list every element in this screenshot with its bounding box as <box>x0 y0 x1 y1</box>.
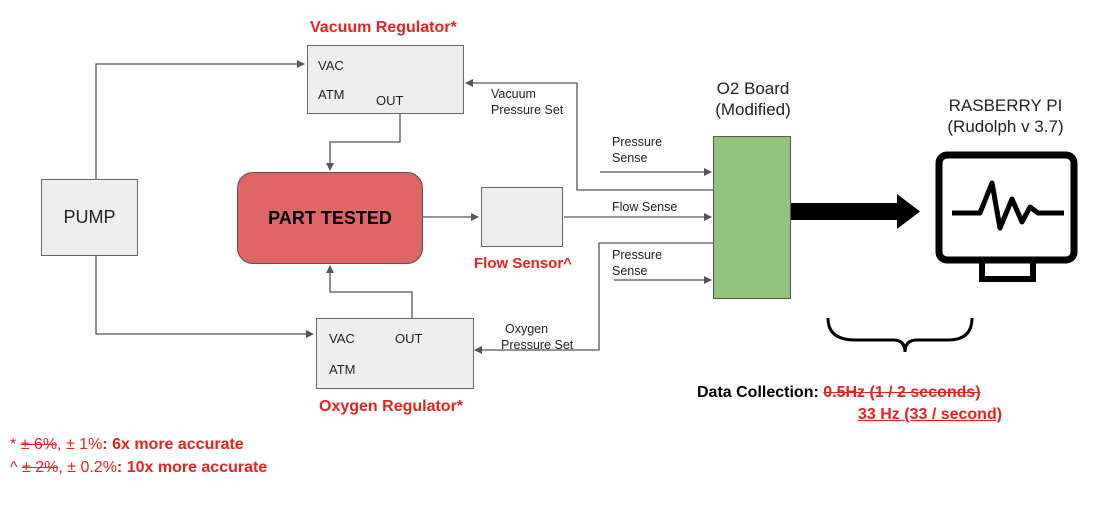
oxygen-out-to-part-line <box>326 265 413 318</box>
raspberry-pi-title-line2: (Rudolph v 3.7) <box>947 117 1064 136</box>
pressure-sense-top-line2: Sense <box>612 151 648 165</box>
pressure-sense-top-label: Pressure Sense <box>612 134 662 166</box>
footnote-1-result: : 6x more accurate <box>102 436 244 453</box>
vacuum-out-to-part-line <box>326 114 401 171</box>
o2-board-box <box>713 136 791 299</box>
o2-board-title-line2: (Modified) <box>715 100 791 119</box>
oxygen-set-line <box>474 242 713 354</box>
footnote-2-old: ± 2% <box>21 459 59 476</box>
data-collection-brace <box>826 317 974 353</box>
pressure-sense-bottom-line2: Sense <box>612 264 648 278</box>
pump-label: PUMP <box>63 207 116 227</box>
oxygen-set-label-line2: Pressure Set <box>501 338 574 352</box>
oxygen-regulator-atm: ATM <box>329 362 356 377</box>
o2-board-title: O2 Board (Modified) <box>693 78 813 120</box>
oxygen-regulator-title: Oxygen Regulator* <box>319 398 464 415</box>
pump-box: PUMP <box>41 179 138 256</box>
pump-to-oxygen-line <box>95 255 314 338</box>
oxygen-set-label: Oxygen Pressure Set <box>501 321 573 353</box>
footnote-2-new: , ± 0.2% <box>58 459 117 476</box>
footnote-1-new: , ± 1% <box>57 436 103 453</box>
vacuum-set-label-line1: Vacuum <box>491 87 536 101</box>
footnote-1-old: ± 6% <box>20 436 58 453</box>
vacuum-regulator-title: Vacuum Regulator* <box>310 19 457 36</box>
oxygen-regulator-vac: VAC <box>329 331 355 346</box>
footnote-2-result: : 10x more accurate <box>116 459 268 476</box>
pressure-sense-top-line1: Pressure <box>612 135 663 149</box>
data-collection-label: Data Collection: <box>697 384 819 401</box>
footnote-2-prefix: ^ <box>10 459 18 476</box>
vacuum-set-label-line2: Pressure Set <box>491 103 564 117</box>
flow-sensor-title: Flow Sensor^ <box>474 255 572 272</box>
pump-to-vacuum-line <box>95 60 305 180</box>
footnote-accuracy-flow: ^ ± 2%, ± 0.2%: 10x more accurate <box>10 459 267 477</box>
raspberry-pi-title-line1: RASBERRY PI <box>948 96 1063 115</box>
data-collection-new-rate: 33 Hz (33 / second) <box>858 406 1003 423</box>
vacuum-regulator-atm: ATM <box>318 87 345 102</box>
data-collection: Data Collection: 0.5Hz (1 / 2 seconds) 3… <box>697 382 1002 426</box>
part-tested-label: PART TESTED <box>268 207 392 228</box>
vacuum-set-line <box>465 79 713 191</box>
oxygen-regulator-out: OUT <box>395 331 423 346</box>
pressure-sense-bottom-line1: Pressure <box>612 248 663 262</box>
oxygen-regulator-box: VAC OUT ATM <box>316 318 474 389</box>
o2-board-title-line1: O2 Board <box>716 79 790 98</box>
oxygen-set-label-line1: Oxygen <box>505 322 549 336</box>
vacuum-regulator-box: VAC ATM OUT <box>307 45 464 114</box>
data-arrow <box>791 194 920 229</box>
pressure-sense-bottom-label: Pressure Sense <box>612 247 662 279</box>
data-collection-old-rate: 0.5Hz (1 / 2 seconds) <box>823 384 981 401</box>
vacuum-regulator-vac: VAC <box>318 58 344 73</box>
footnote-1-prefix: * <box>10 436 17 453</box>
monitor-icon <box>935 151 1078 282</box>
footnote-accuracy-regulators: * ± 6%, ± 1%: 6x more accurate <box>10 436 244 454</box>
part-tested-box: PART TESTED <box>237 172 423 264</box>
vacuum-regulator-out: OUT <box>376 93 404 108</box>
flow-sensor-box <box>481 187 563 247</box>
raspberry-pi-title: RASBERRY PI (Rudolph v 3.7) <box>908 95 1099 137</box>
flow-sense-label: Flow Sense <box>612 200 678 214</box>
vacuum-set-label: Vacuum Pressure Set <box>491 86 563 118</box>
